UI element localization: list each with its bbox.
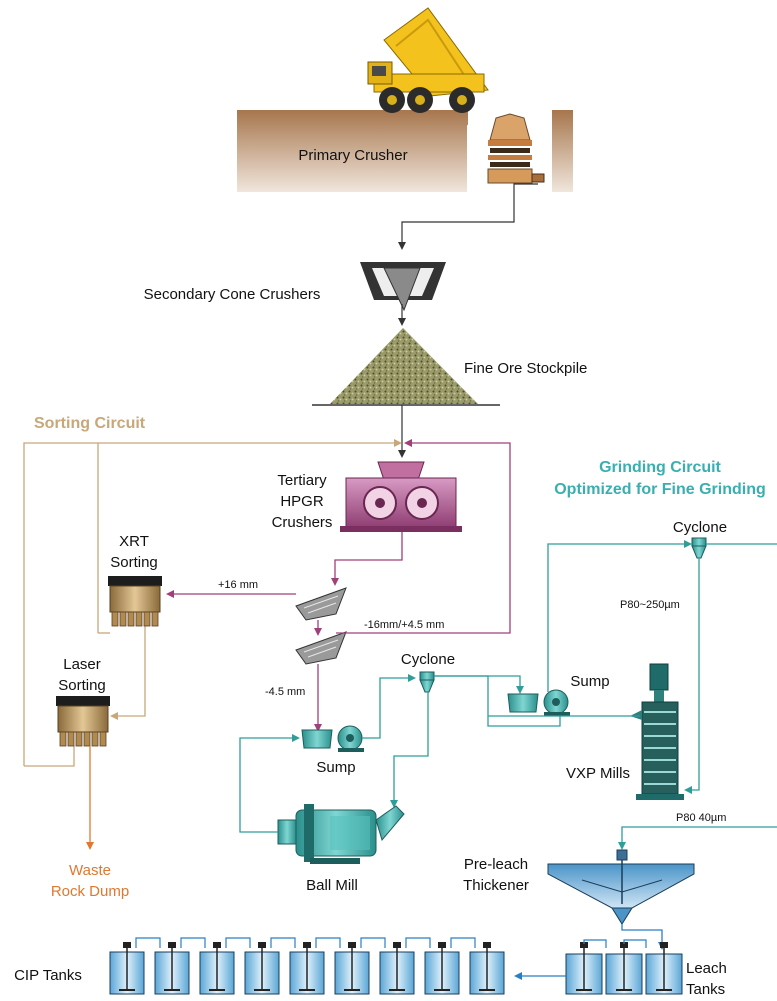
cyclone-lower-label: Cyclone xyxy=(401,651,455,668)
tertiary-label: Tertiary xyxy=(277,472,327,489)
rock-dump-label: Rock Dump xyxy=(51,883,129,900)
cip-tank xyxy=(109,942,145,995)
cip-tank xyxy=(289,942,325,995)
haul-truck-icon xyxy=(367,7,489,113)
p80-40-label: P80 40µm xyxy=(676,812,726,824)
sump-upper-icon xyxy=(507,689,570,716)
flow-midsize-recycle xyxy=(336,439,511,634)
laser-sorting-label: Sorting xyxy=(58,677,106,694)
flow-ballmill-to-sump xyxy=(239,734,300,833)
preleach-label: Pre-leach xyxy=(464,856,528,873)
cyclone-upper-label: Cyclone xyxy=(673,519,727,536)
hpgr-crusher-icon xyxy=(340,461,462,532)
screen-2-icon xyxy=(295,631,347,665)
flow-cyclone-to-vxp xyxy=(684,558,700,794)
waste-label: Waste xyxy=(69,862,111,879)
secondary-cone-crushers-label: Secondary Cone Crushers xyxy=(144,286,321,303)
vxp-mill-icon xyxy=(630,663,684,800)
flow-upper-sump-to-cyclone xyxy=(547,540,692,692)
leach-label: Leach xyxy=(686,960,727,977)
cip-tank xyxy=(424,942,460,995)
ball-mill-label: Ball Mill xyxy=(306,877,358,894)
flow-to-thickener xyxy=(618,826,777,850)
minus16-plus45-label: -16mm/+4.5 mm xyxy=(364,619,444,631)
xrt-to-laser xyxy=(110,608,146,720)
primary-crusher-label: Primary Crusher xyxy=(298,147,407,164)
hpgr-label: HPGR xyxy=(280,493,324,510)
xrt-sorting-label: Sorting xyxy=(110,554,158,571)
flow-hpgr-to-screen1 xyxy=(331,532,403,586)
leach-tank xyxy=(565,942,603,995)
grinding-circuit-title-1: Grinding Circuit xyxy=(599,459,721,476)
xrt-sorter-icon xyxy=(108,576,162,627)
flow-primary-to-secondary xyxy=(398,183,538,250)
crushers-label: Crushers xyxy=(272,514,333,531)
cip-tank xyxy=(154,942,190,995)
flow-sump-to-cyclone xyxy=(362,674,416,739)
minus45-label: -4.5 mm xyxy=(265,686,305,698)
laser-label: Laser xyxy=(63,656,101,673)
cip-tank xyxy=(334,942,370,995)
leach-tanks-label: Tanks xyxy=(686,981,725,998)
sump-lower-icon xyxy=(301,725,364,752)
cyclone-upper-icon xyxy=(691,537,707,559)
sorting-return-outer xyxy=(23,439,402,766)
cip-tank xyxy=(199,942,235,995)
grinding-circuit-title-2: Optimized for Fine Grinding xyxy=(554,481,766,498)
flow-overflow-path xyxy=(434,675,561,727)
laser-sorter-icon xyxy=(56,696,110,747)
laser-return xyxy=(24,746,75,767)
vxp-mills-label: VXP Mills xyxy=(566,765,630,782)
cip-tank xyxy=(244,942,280,995)
leach-tank xyxy=(645,942,683,995)
flow-overflow-to-upper-sump xyxy=(434,675,524,694)
cyclone-lower-icon xyxy=(419,671,435,693)
screen-1-icon xyxy=(295,587,347,621)
cip-tanks-label: CIP Tanks xyxy=(14,967,82,984)
xrt-label: XRT xyxy=(119,533,149,550)
flow-underflow-to-ballmill xyxy=(390,692,429,808)
p80-250-label: P80~250µm xyxy=(620,599,680,611)
plus16-label: +16 mm xyxy=(218,579,258,591)
primary-crusher-icon xyxy=(487,113,545,184)
leach-tank xyxy=(605,942,643,995)
cip-tank xyxy=(379,942,415,995)
ball-mill-icon xyxy=(277,804,405,864)
cip-tanks-group xyxy=(109,937,505,995)
stockpile-icon xyxy=(330,328,478,404)
leach-tanks-group xyxy=(565,939,683,995)
cip-tank xyxy=(469,942,505,995)
fine-ore-stockpile-label: Fine Ore Stockpile xyxy=(464,360,587,377)
preleach-thickener-icon xyxy=(547,849,695,925)
sorting-circuit-title: Sorting Circuit xyxy=(34,415,146,432)
flow-thickener-to-leach xyxy=(621,924,666,950)
sump-lower-label: Sump xyxy=(316,759,355,776)
sump-upper-label: Sump xyxy=(570,673,609,690)
secondary-cone-crusher-icon xyxy=(360,262,446,312)
thickener-label: Thickener xyxy=(463,877,529,894)
